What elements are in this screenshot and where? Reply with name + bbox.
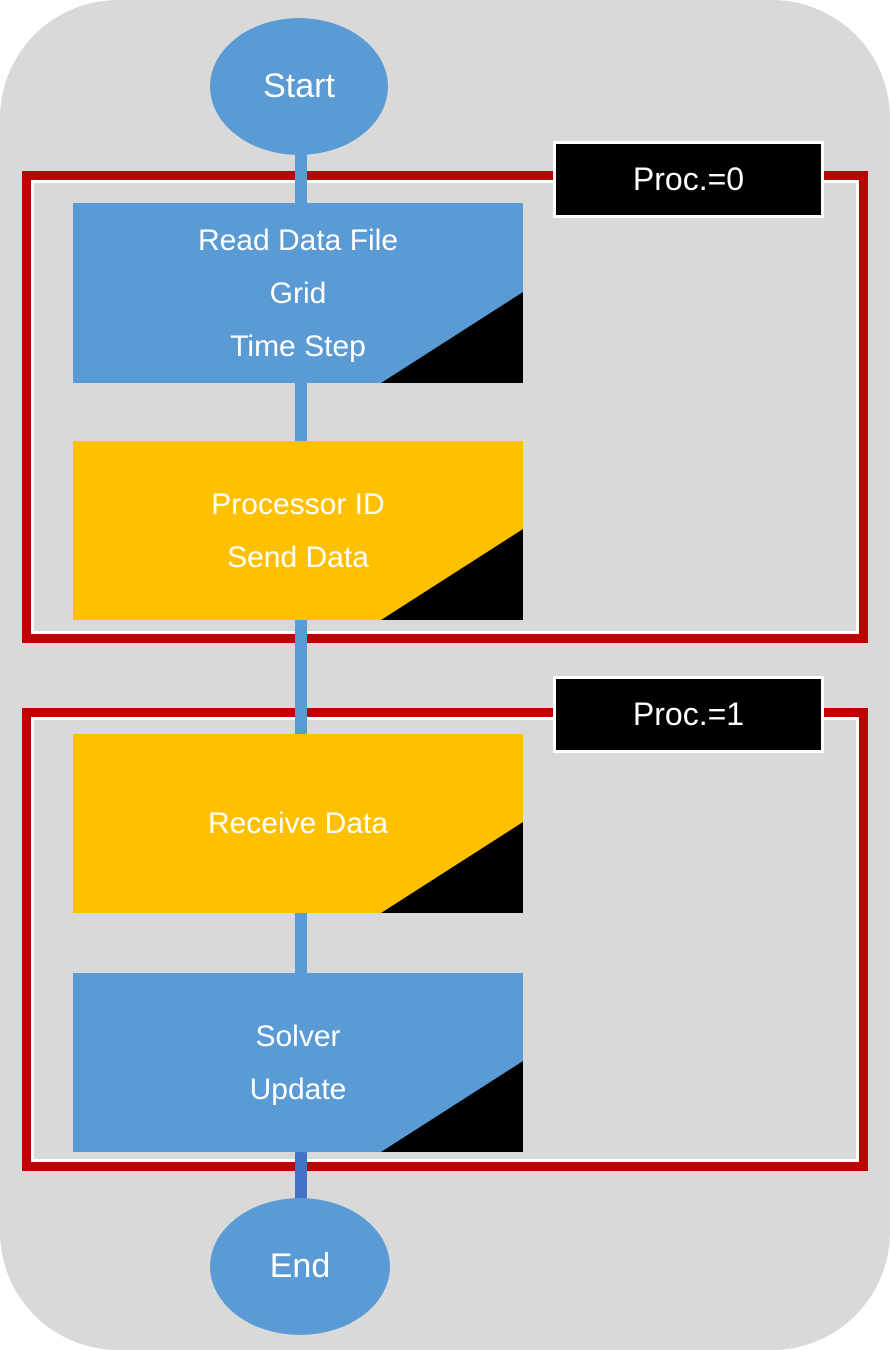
flowchart-start-node: Start — [210, 18, 388, 155]
step-send-data: Processor ID Send Data — [73, 441, 523, 620]
connector-send-to-receive — [295, 617, 307, 737]
step-text-line: Grid — [269, 276, 327, 310]
step-text-line: Receive Data — [207, 807, 389, 840]
connector-solver-to-end — [295, 1150, 307, 1202]
connector-read-to-send — [295, 380, 307, 444]
corner-fold-icon — [381, 822, 523, 913]
step-text-line: Send Data — [227, 540, 369, 574]
region-label-proc-0: Proc.=0 — [553, 141, 824, 218]
region-label-text: Proc.=1 — [632, 696, 745, 732]
region-label-proc-1: Proc.=1 — [553, 676, 824, 753]
step-text-line: Update — [249, 1072, 347, 1106]
end-label: End — [269, 1247, 331, 1285]
connector-receive-to-solver — [295, 910, 307, 976]
corner-fold-icon — [381, 292, 523, 383]
corner-fold-icon — [381, 529, 523, 620]
flowchart-end-node: End — [210, 1198, 390, 1335]
step-text-line: Solver — [255, 1019, 341, 1053]
region-proc-1 — [22, 708, 868, 1171]
step-receive-data: Receive Data — [73, 734, 523, 913]
step-solver-update: Solver Update — [73, 973, 523, 1152]
corner-fold-icon — [381, 1061, 523, 1152]
step-text-line: Read Data File — [197, 223, 399, 257]
connector-start-to-read — [295, 150, 307, 208]
region-label-text: Proc.=0 — [632, 161, 745, 197]
step-text-line: Time Step — [230, 329, 366, 363]
step-text-line: Processor ID — [211, 487, 385, 521]
region-proc-0 — [22, 171, 868, 643]
start-label: Start — [263, 67, 335, 105]
step-read-data-file: Read Data File Grid Time Step — [73, 203, 523, 383]
